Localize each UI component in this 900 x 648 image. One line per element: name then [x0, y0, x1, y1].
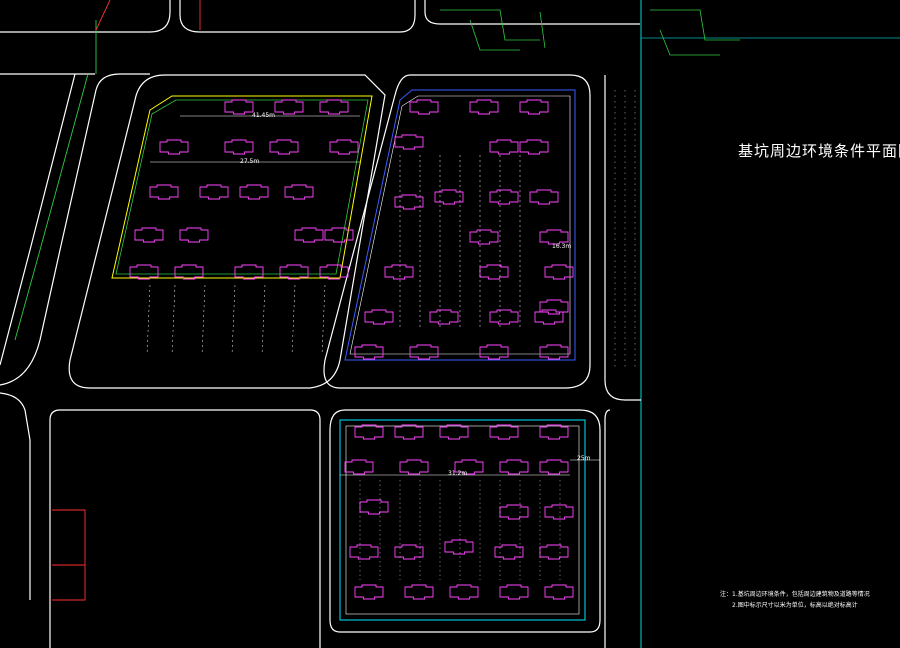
building-footprint: [539, 344, 569, 360]
building-footprint: [279, 264, 309, 280]
building-footprint: [329, 139, 359, 155]
building-footprint: [469, 99, 499, 115]
building-footprint: [544, 584, 574, 600]
building-footprint: [479, 344, 509, 360]
building-footprint: [274, 99, 304, 115]
grid-tick-line: [171, 284, 176, 356]
building-footprint: [384, 264, 414, 280]
note-line-1: 注：1.基坑周边环境条件，包括周边建筑物及道路等情况: [720, 591, 870, 598]
building-footprint: [539, 459, 569, 475]
utility-lines: [440, 9, 740, 56]
building-footprint: [149, 184, 179, 200]
building-footprint: [489, 189, 519, 205]
building-footprint: [434, 189, 464, 205]
building-footprint: [239, 184, 269, 200]
building-footprint: [439, 424, 469, 440]
building-footprint: [399, 459, 429, 475]
grid-tick-line: [201, 284, 206, 356]
lot-outline-upper-right: [323, 74, 591, 389]
building-footprint: [284, 184, 314, 200]
building-footprint: [534, 309, 564, 325]
lot-outline-upper-left: [68, 74, 386, 389]
dimension-label-right: 25m: [577, 455, 591, 462]
grid-tick-line: [291, 284, 296, 356]
lot-boundary-upper-left: [111, 95, 373, 279]
dimension-label-top-lot-upper: 41.45m: [252, 112, 276, 119]
building-footprint: [494, 544, 524, 560]
buildings-layer: [129, 99, 574, 600]
grid-tick-line: [261, 284, 266, 356]
building-footprint: [134, 227, 164, 243]
grid-tick-line: [321, 284, 326, 356]
building-footprint: [454, 459, 484, 475]
building-footprint: [489, 424, 519, 440]
building-footprint: [449, 584, 479, 600]
green-road-line: [14, 20, 97, 341]
building-footprint: [394, 544, 424, 560]
red-road-line: [52, 0, 201, 601]
building-footprint: [269, 139, 299, 155]
dimension-label-mid: 16.3m: [552, 243, 572, 250]
grid-tick-line: [231, 284, 236, 356]
lot-boundary-bottom: [339, 419, 586, 621]
building-footprint: [344, 459, 374, 475]
building-footprint: [359, 499, 389, 515]
grid-tick-line: [146, 284, 151, 356]
note-line-2: 2.图中标示尺寸以米为单位，标高以绝对标高计: [732, 602, 858, 609]
dimension-lines-layer: [146, 90, 636, 580]
building-footprint: [129, 264, 159, 280]
building-footprint: [174, 264, 204, 280]
building-footprint: [499, 584, 529, 600]
building-footprint: [469, 229, 499, 245]
dimension-label-top-lot: 27.5m: [240, 158, 260, 165]
building-footprint: [539, 424, 569, 440]
diagonal-road: [0, 73, 321, 648]
building-footprint: [319, 99, 349, 115]
building-footprint: [199, 184, 229, 200]
building-footprint: [224, 139, 254, 155]
building-footprint: [409, 344, 439, 360]
building-footprint: [234, 264, 264, 280]
drawing-title: 基坑周边环境条件平面图: [738, 142, 900, 160]
building-footprint: [224, 99, 254, 115]
building-footprint: [544, 504, 574, 520]
building-footprint: [539, 299, 569, 315]
building-footprint: [324, 227, 354, 243]
building-footprint: [354, 344, 384, 360]
right-road: [604, 75, 641, 648]
inner-boundary-upper-right: [349, 95, 571, 355]
building-footprint: [394, 194, 424, 210]
building-footprint: [179, 227, 209, 243]
building-footprint: [319, 264, 349, 280]
building-footprint: [529, 189, 559, 205]
blue-boundary-upper-right: [344, 89, 576, 361]
building-footprint: [354, 424, 384, 440]
building-footprint: [294, 227, 324, 243]
building-footprint: [499, 504, 529, 520]
building-footprint: [354, 584, 384, 600]
building-footprint: [349, 544, 379, 560]
building-footprint: [404, 584, 434, 600]
building-footprint: [364, 309, 394, 325]
building-footprint: [544, 264, 574, 280]
building-footprint: [429, 309, 459, 325]
building-footprint: [444, 539, 474, 555]
building-footprint: [394, 424, 424, 440]
building-footprint: [519, 99, 549, 115]
lot-outline-bottom: [329, 409, 601, 633]
building-footprint: [159, 139, 189, 155]
building-footprint: [489, 309, 519, 325]
building-footprint: [499, 459, 529, 475]
lot-boundary-bottom-inner: [345, 425, 580, 615]
building-footprint: [519, 139, 549, 155]
building-footprint: [479, 264, 509, 280]
building-footprint: [539, 544, 569, 560]
top-road: [0, 0, 640, 75]
building-footprint: [409, 99, 439, 115]
dimension-label-bottom-lot: 31.2m: [448, 470, 468, 477]
building-footprint: [489, 139, 519, 155]
building-footprint: [394, 134, 424, 150]
building-footprint: [539, 229, 569, 245]
